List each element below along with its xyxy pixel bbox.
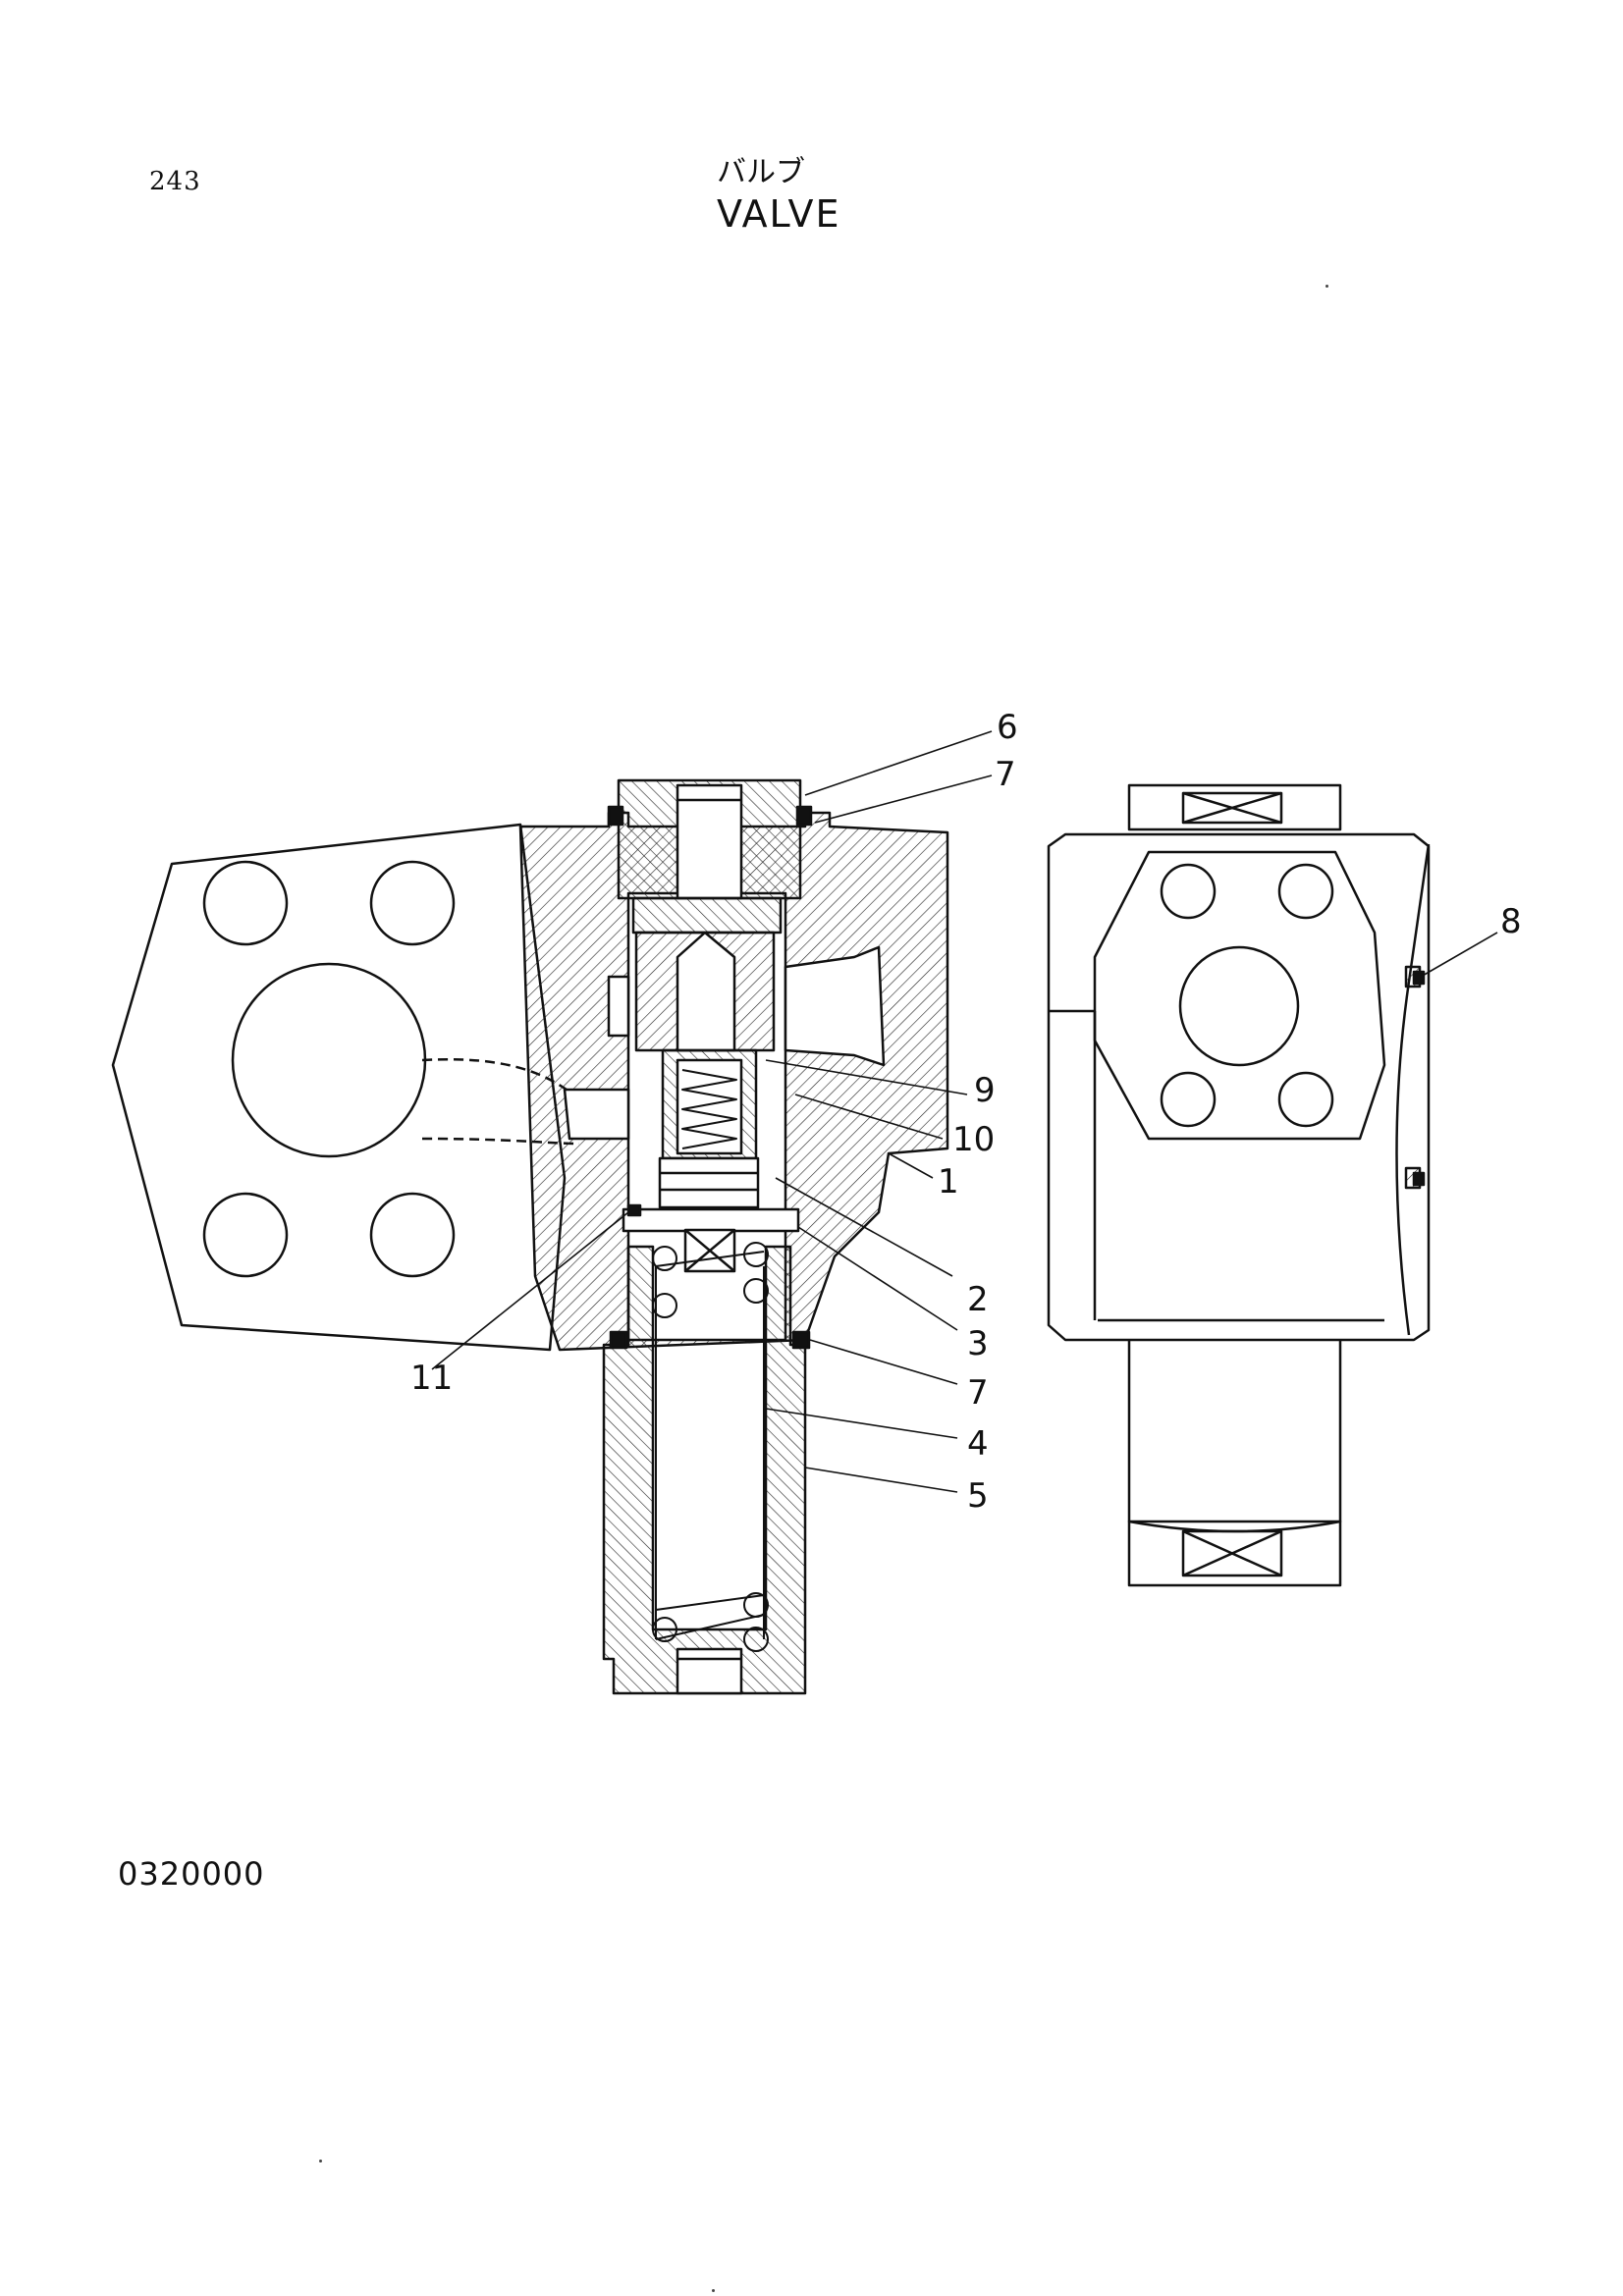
flange-plate	[111, 823, 580, 1352]
callout-6: 6	[997, 708, 1018, 747]
callout-9: 9	[974, 1071, 996, 1110]
callout-7-bottom: 7	[967, 1373, 989, 1413]
top-plug	[607, 778, 813, 900]
main-spring	[652, 1242, 769, 1652]
leader-lines	[431, 730, 1498, 1493]
callout-labels: 6 7 8 9 10 1 2 3 11 7 4 5	[410, 708, 1522, 1516]
scan-speck	[319, 2160, 322, 2163]
scan-speck	[712, 2289, 715, 2292]
valve-seat	[622, 1156, 800, 1273]
callout-5: 5	[967, 1476, 989, 1516]
callout-11: 11	[410, 1359, 453, 1398]
lower-cap	[602, 1245, 811, 1695]
callout-10: 10	[952, 1120, 995, 1159]
inner-spring	[681, 1069, 737, 1149]
side-view	[1047, 783, 1431, 1587]
scan-speck	[1325, 285, 1328, 288]
spool	[631, 896, 783, 1160]
title-japanese: バルブ	[717, 155, 805, 189]
drawing-code: 0320000	[118, 1855, 265, 1893]
callout-8: 8	[1500, 902, 1522, 941]
callout-1: 1	[938, 1162, 959, 1201]
callout-7-top: 7	[995, 755, 1016, 794]
callout-2: 2	[967, 1280, 989, 1319]
callout-3: 3	[967, 1324, 989, 1363]
page-number: 243	[149, 167, 201, 196]
callout-4: 4	[967, 1424, 989, 1464]
title-english: VALVE	[717, 192, 841, 236]
